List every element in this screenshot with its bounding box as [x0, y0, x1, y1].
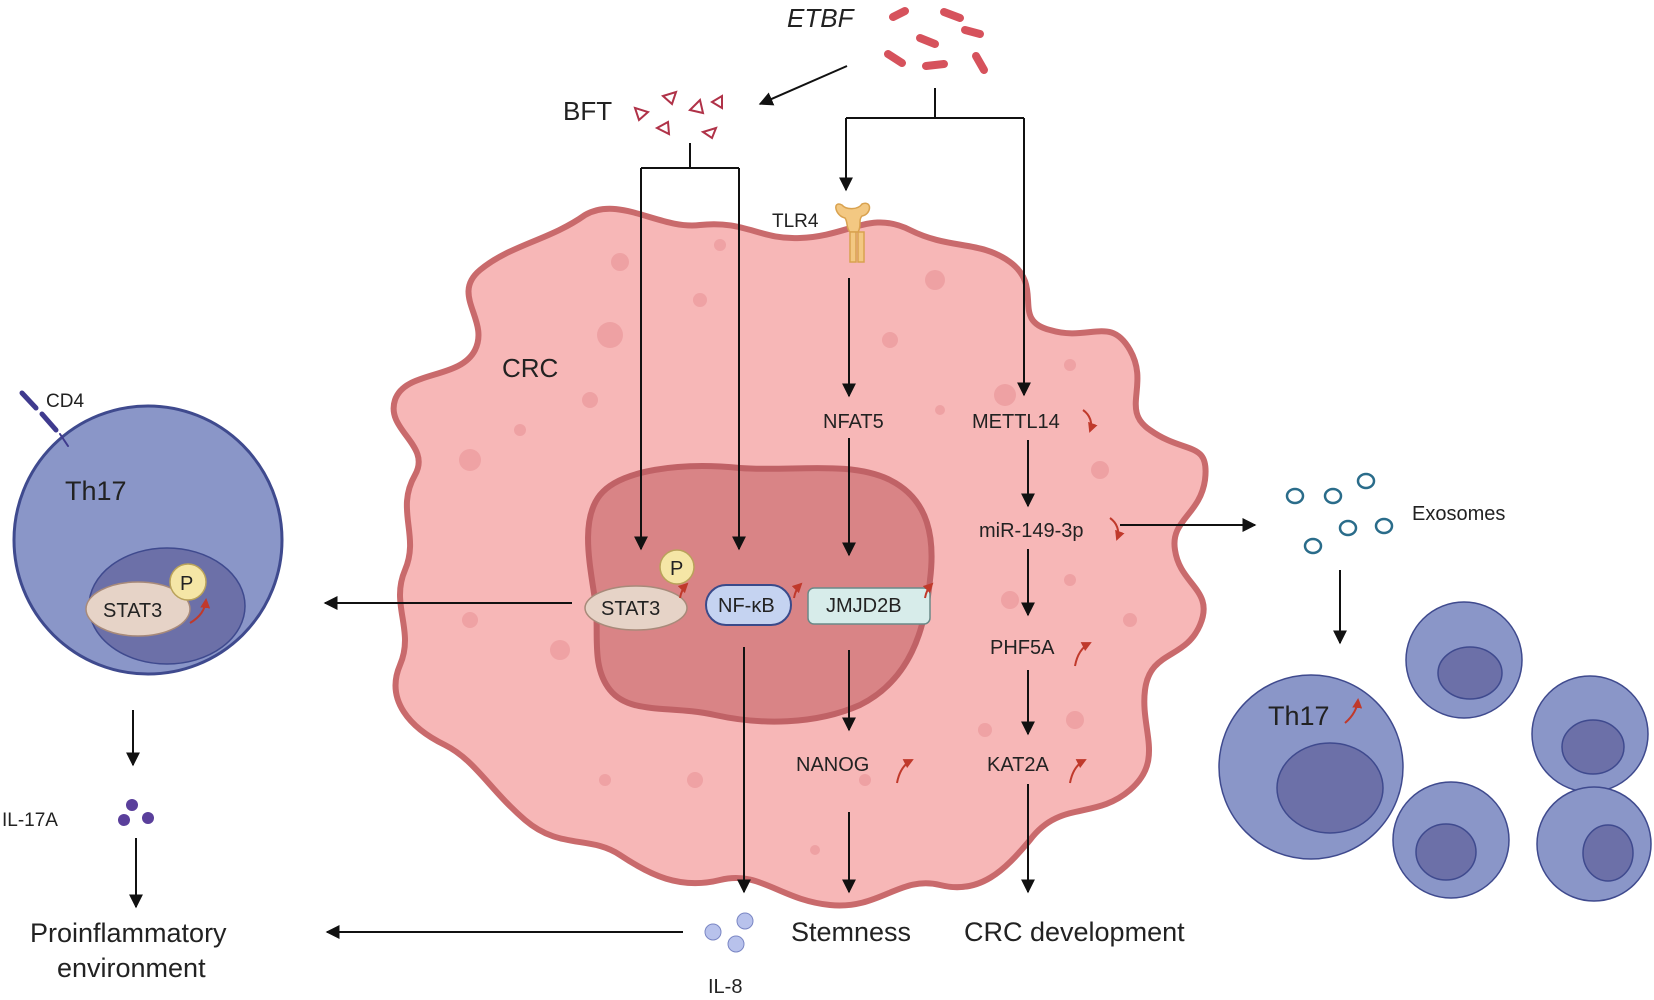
mir149-down-arrow	[1109, 517, 1125, 541]
th17-left-label: Th17	[65, 476, 127, 506]
phf5a-label: PHF5A	[990, 637, 1055, 659]
cd4-receptor	[19, 390, 69, 447]
nfkb-up-arrow	[791, 582, 803, 599]
proinflammatory-label-line1: Proinflammatory	[30, 918, 227, 948]
nfkb-box: NF-κB	[705, 584, 792, 626]
jmjd2b-label: JMJD2B	[826, 595, 902, 617]
il8-molecules	[704, 912, 754, 953]
jmjd2b-up-arrow	[922, 582, 934, 599]
etbf-bacteria	[884, 7, 988, 74]
phf5a-up-arrow	[1074, 642, 1092, 667]
tlr4-receptor	[835, 202, 871, 263]
phospho-nucleus-label: P	[670, 558, 683, 580]
exosomes-label: Exosomes	[1412, 503, 1505, 525]
il17a-molecules	[118, 799, 154, 826]
proinflammatory-label-line2: environment	[57, 953, 206, 983]
bft-bracket	[634, 143, 746, 551]
mettl14-label: METTL14	[972, 411, 1060, 433]
stat3-nucleus-label: STAT3	[601, 598, 660, 620]
crc-development-label: CRC development	[964, 917, 1185, 947]
cell-speckles	[459, 239, 1137, 855]
mettl14-down-arrow	[1082, 409, 1098, 433]
bft-label: BFT	[563, 96, 612, 126]
mir149-label: miR-149-3p	[979, 520, 1083, 542]
kat2a-up-arrow	[1069, 759, 1087, 784]
etbf-label: ETBF	[787, 3, 856, 33]
th17-right-up-arrow	[1344, 698, 1363, 724]
tlr4-label: TLR4	[772, 211, 819, 232]
th17-cell-left	[12, 404, 284, 676]
kat2a-label: KAT2A	[987, 754, 1050, 776]
il17a-label: IL-17A	[2, 810, 58, 831]
phospho-left-label: P	[180, 573, 193, 595]
etbf-to-bft-arrow	[758, 65, 848, 106]
il8-label: IL-8	[708, 976, 742, 998]
stat3-nucleus: STAT3	[584, 585, 688, 631]
jmjd2b-box: JMJD2B	[807, 587, 931, 625]
nanog-up-arrow	[896, 759, 914, 784]
stat3-up-arrow	[677, 582, 689, 599]
stemness-label: Stemness	[791, 917, 911, 947]
stat3-left-label: STAT3	[103, 600, 162, 622]
nfkb-label: NF-κB	[718, 595, 775, 617]
th17-cells-right	[1218, 601, 1652, 902]
nfat5-label: NFAT5	[823, 411, 884, 433]
phospho-nucleus: P	[659, 549, 695, 585]
cd4-label: CD4	[46, 391, 84, 412]
crc-label: CRC	[502, 353, 558, 383]
th17-right-label: Th17	[1268, 701, 1330, 731]
stat3-left-up-arrow	[189, 598, 211, 624]
etbf-bracket	[839, 88, 1031, 397]
bft-toxins	[633, 90, 723, 140]
nanog-label: NANOG	[796, 754, 869, 776]
exosomes	[1285, 472, 1394, 555]
